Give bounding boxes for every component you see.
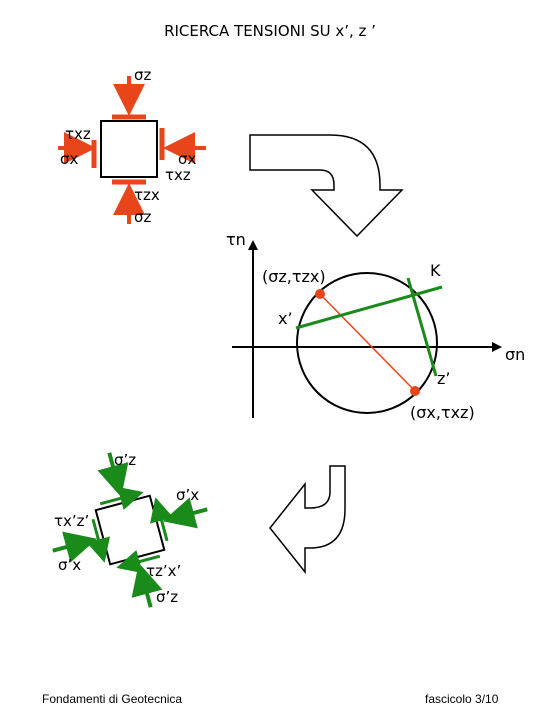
point-sigma-x-tau-xz [410,386,420,396]
sigma-z-top-label: σz [134,66,152,84]
sigma-x-left-label: σx [60,150,79,168]
curved-arrow-left-icon [269,465,346,575]
curved-arrow-down-icon [249,134,404,238]
sigma-z-prime-bottom-arrow [131,562,163,608]
sigma-x-prime-left-label: σ’x [58,556,81,574]
tau-xz-left-label: τxz [65,125,91,143]
top-stress-element: σz τxz σx σx τxz τzx σz [58,66,206,226]
mohr-circle [296,272,438,414]
rotated-square [94,494,166,566]
sigma-x-prime-left-arrow [52,531,98,563]
z-prime-label: z’ [437,369,450,388]
sigma-axis-label: σn [505,345,525,364]
tau-top-arrow [99,486,144,510]
tau-xz-prime-label: τx’z’ [54,512,89,530]
tau-zx-bottom-label: τzx [134,186,160,204]
tau-left-arrow [86,518,110,563]
mohr-diameter [319,293,416,392]
x-prime-line [295,285,443,330]
point-sigma-z-tau-zx [315,289,325,299]
tau-right-arrow [150,497,174,542]
x-prime-label: x’ [278,309,293,328]
tau-zx-prime-label: τz’x’ [146,562,181,580]
sigma-x-prime-right-label: σ’x [176,486,199,504]
tau-bottom-arrow [116,550,161,574]
sigma-z-prime-top-label: σ’z [114,451,136,469]
mohr-diagram: τn σn (σz,τzx) K x’ z’ (σx,τxz) [226,230,525,422]
bottom-stress-element [52,452,208,608]
sigma-x-right-label: σx [178,150,197,168]
element-square [100,120,158,178]
point-top-label: (σz,τzx) [262,267,326,286]
pole-label: K [430,261,441,280]
sigma-z-prime-bottom-label: σ’z [156,588,178,606]
tau-axis-label: τn [226,230,246,249]
footer-left: Fondamenti di Geotecnica [42,692,183,706]
page-title: RICERCA TENSIONI SU x’, z ’ [164,22,376,40]
sigma-z-bottom-label: σz [134,208,152,226]
z-prime-line [406,277,438,377]
footer-right: fascicolo 3/10 [425,692,499,706]
sigma-z-prime-top-arrow [97,452,129,498]
point-bottom-label: (σx,τxz) [410,403,475,422]
sigma-x-prime-right-arrow [162,497,208,529]
tau-xz-right-label: τxz [165,166,191,184]
